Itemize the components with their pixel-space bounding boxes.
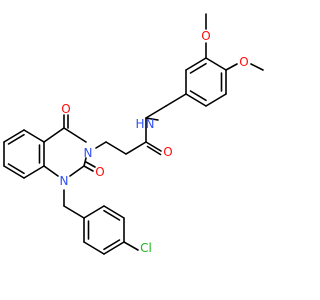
- bond: [83, 205, 105, 219]
- bond: [189, 90, 207, 102]
- bond: [63, 205, 85, 219]
- atom-label-chlorine: Cl: [140, 241, 152, 255]
- bond: [95, 141, 107, 149]
- atom-label-nitrogen: N: [60, 174, 69, 188]
- bond: [3, 165, 25, 179]
- atom-label-hydrogen: H: [135, 117, 144, 131]
- bond: [69, 165, 85, 177]
- atom-labels: O O N H O O N O N Cl: [60, 29, 249, 255]
- bond: [225, 63, 238, 71]
- atom-label-oxygen: O: [95, 165, 104, 179]
- bond: [83, 157, 87, 167]
- bond: [83, 165, 94, 172]
- bond: [43, 127, 65, 143]
- bond: [145, 117, 159, 121]
- atom-label-oxygen: O: [61, 102, 70, 116]
- bond: [103, 209, 121, 221]
- bond: [146, 145, 162, 156]
- bond: [165, 93, 187, 107]
- bond: [103, 239, 121, 251]
- bond: [3, 129, 25, 143]
- bond: [125, 141, 147, 155]
- bond: [63, 127, 87, 143]
- bond: [205, 57, 227, 71]
- bond: [205, 93, 227, 107]
- bond: [145, 141, 162, 152]
- bond: [103, 241, 125, 255]
- atom-label-oxygen: O: [201, 29, 210, 43]
- bond: [7, 163, 25, 175]
- bond: [250, 63, 264, 71]
- bond: [123, 241, 139, 251]
- bond-lines: [3, 13, 264, 255]
- bond: [85, 161, 96, 168]
- atom-label-oxygen: O: [163, 145, 172, 159]
- bond: [83, 241, 105, 255]
- bond: [7, 133, 25, 145]
- atom-label-nitrogen: N: [146, 117, 155, 131]
- bond: [103, 205, 125, 219]
- atom-label-nitrogen: N: [84, 146, 93, 160]
- bond: [189, 62, 207, 74]
- bond: [185, 93, 207, 107]
- bond: [185, 57, 207, 71]
- bond: [43, 165, 59, 177]
- bond: [145, 105, 167, 119]
- bond: [105, 141, 127, 155]
- bond: [23, 129, 45, 143]
- molecule-structure-diagram: O O N H O O N O N Cl: [3, 13, 264, 255]
- bond: [23, 165, 45, 179]
- atom-label-oxygen: O: [239, 55, 248, 69]
